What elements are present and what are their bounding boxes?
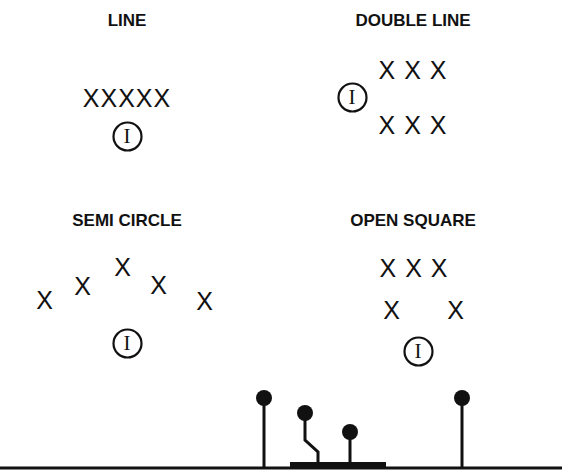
formation-title: OPEN SQUARE <box>350 212 476 229</box>
student-mark: X <box>383 298 401 323</box>
student-mark: X <box>196 289 214 314</box>
student-mark: X <box>36 288 54 313</box>
instructor-circle: I <box>112 328 143 359</box>
instructor-letter: I <box>349 87 356 108</box>
student-mark: X <box>114 255 132 280</box>
post-ball <box>454 390 470 406</box>
student-marks: X X X <box>379 58 448 83</box>
instructor-circle: I <box>112 121 143 152</box>
figure <box>305 414 318 464</box>
student-marks: X X X <box>380 256 449 281</box>
post <box>461 400 464 468</box>
instructor-circle: I <box>403 336 434 367</box>
ground-line <box>0 467 562 470</box>
formation-title: DOUBLE LINE <box>355 12 470 29</box>
student-mark: X <box>74 274 92 299</box>
post <box>263 400 266 468</box>
instructor-letter: I <box>124 333 131 354</box>
instructor-letter: I <box>124 126 131 147</box>
figure-head <box>297 405 313 421</box>
instructor-circle: I <box>337 82 368 113</box>
platform <box>290 462 386 468</box>
instructor-letter: I <box>415 341 422 362</box>
student-mark: X <box>150 273 168 298</box>
formation-title: LINE <box>108 12 147 29</box>
student-marks: XXXXX <box>83 86 171 111</box>
figure-head <box>342 424 358 440</box>
student-marks: X X X <box>379 113 448 138</box>
post-ball <box>256 390 272 406</box>
formation-title: SEMI CIRCLE <box>72 212 182 229</box>
student-mark: X <box>447 298 465 323</box>
